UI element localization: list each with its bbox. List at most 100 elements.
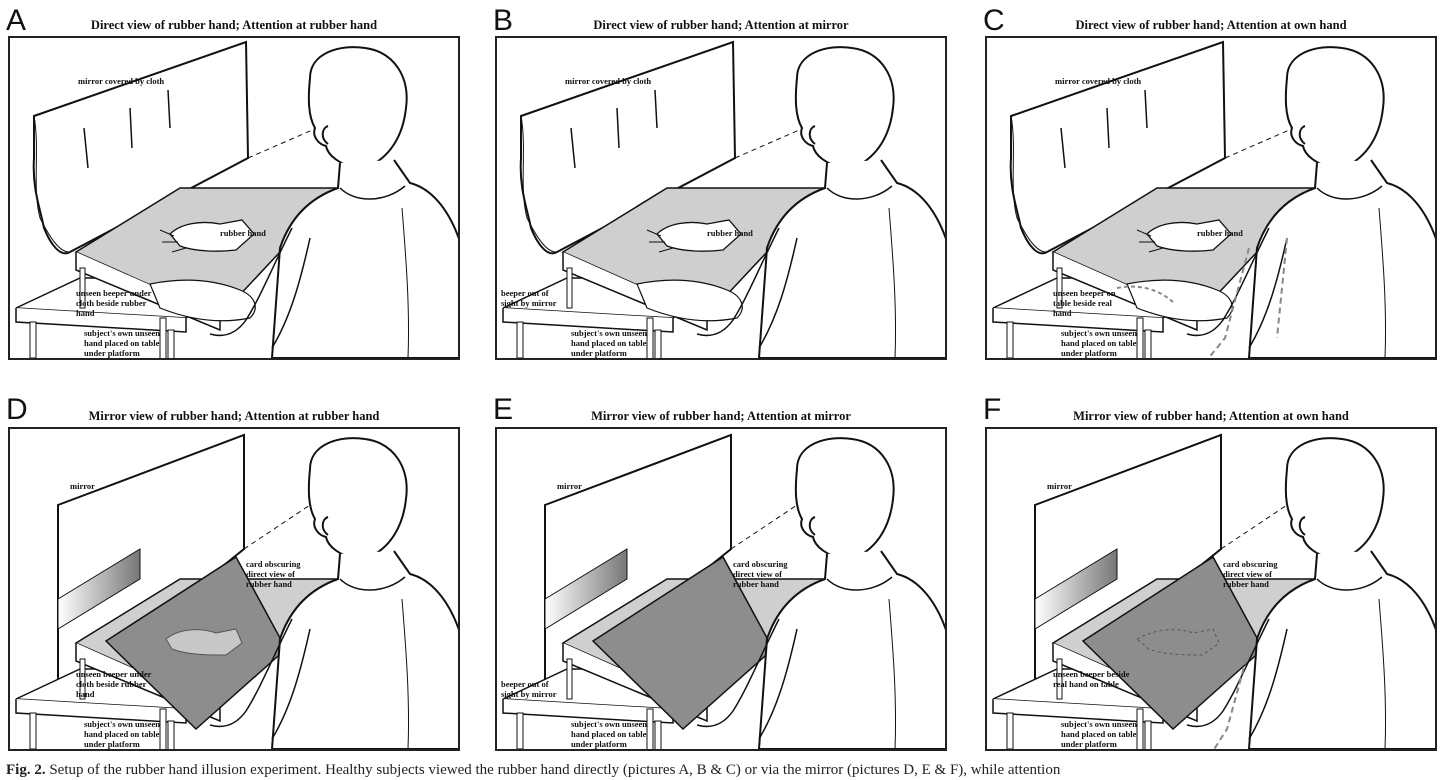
label-rubber: rubber hand	[220, 228, 266, 238]
label-line: subject's own unseen	[571, 328, 648, 338]
label-line: hand placed on table	[1061, 729, 1137, 739]
panel-letter: B	[493, 4, 514, 37]
label-line: direct view of	[1223, 569, 1272, 579]
label-line: rubber hand	[1223, 579, 1269, 589]
label-line: mirror covered by cloth	[1055, 76, 1142, 86]
label-line: beeper out of	[501, 288, 549, 298]
figure-caption: Fig. 2. Setup of the rubber hand illusio…	[6, 762, 1444, 779]
label-line: under platform	[1061, 739, 1117, 749]
label-line: subject's own unseen	[1061, 328, 1138, 338]
panel-title: Direct view of rubber hand; Attention at…	[593, 18, 849, 32]
panel-title: Mirror view of rubber hand; Attention at…	[591, 409, 851, 423]
label-rubber: rubber hand	[1197, 228, 1243, 238]
label-line: unseen beeper under	[76, 288, 152, 298]
label-line: hand placed on table	[571, 729, 647, 739]
label-line: direct view of	[733, 569, 782, 579]
label-line: cloth beside rubber	[76, 298, 147, 308]
label-line: subject's own unseen	[571, 719, 648, 729]
label-line: hand placed on table	[1061, 338, 1137, 348]
label-line: under platform	[1061, 348, 1117, 358]
label-line: hand	[1053, 308, 1072, 318]
label-line: rubber hand	[220, 228, 266, 238]
label-mirror: mirror covered by cloth	[78, 76, 164, 86]
label-rubber: rubber hand	[707, 228, 753, 238]
label-line: card obscuring	[1223, 559, 1278, 569]
label-line: hand	[76, 308, 95, 318]
label-line: real hand on table	[1053, 679, 1119, 689]
label-line: table beside real	[1053, 298, 1112, 308]
panel-c: C Direct view of rubber hand; Attention a…	[983, 0, 1444, 370]
label-line: subject's own unseen	[84, 328, 161, 338]
label-mirror: mirror	[1047, 481, 1072, 491]
panel-e: E Mirror view of rubber hand; Attention a…	[493, 393, 957, 767]
label-line: unseen beeper under	[76, 669, 152, 679]
panel-title: Direct view of rubber hand; Attention at…	[90, 18, 378, 32]
panel-illustration: mirror covered by cloth rubber hand beeper…	[495, 36, 947, 360]
label-line: mirror covered by cloth	[565, 76, 652, 86]
label-line: under platform	[84, 739, 140, 749]
label-line: mirror	[70, 481, 95, 491]
label-mirror: mirror covered by cloth	[1055, 76, 1141, 86]
label-line: hand	[76, 689, 95, 699]
label-line: mirror covered by cloth	[78, 76, 165, 86]
label-line: under platform	[571, 348, 627, 358]
label-line: rubber hand	[1197, 228, 1243, 238]
label-line: hand placed on table	[84, 338, 160, 348]
label-line: under platform	[84, 348, 140, 358]
label-mirror: mirror	[557, 481, 582, 491]
panel-b: B Direct view of rubber hand; Attention a…	[493, 0, 957, 370]
label-line: direct view of	[246, 569, 295, 579]
label-line: unseen beeper on	[1053, 288, 1116, 298]
label-line: rubber hand	[707, 228, 753, 238]
panel-letter: A	[6, 4, 27, 37]
label-line: hand placed on table	[84, 729, 160, 739]
panel-illustration: mirror covered by cloth rubber hand unseen…	[985, 36, 1437, 360]
label-line: card obscuring	[733, 559, 788, 569]
label-line: subject's own unseen	[1061, 719, 1138, 729]
label-mirror: mirror	[70, 481, 95, 491]
label-line: under platform	[571, 739, 627, 749]
label-line: rubber hand	[733, 579, 779, 589]
panel-letter: F	[983, 393, 1002, 426]
panel-d: D Mirror view of rubber hand; Attention a…	[6, 393, 470, 767]
label-line: beeper out of	[501, 679, 549, 689]
panel-letter: D	[6, 393, 28, 426]
label-line: subject's own unseen	[84, 719, 161, 729]
label-line: card obscuring	[246, 559, 301, 569]
label-line: hand placed on table	[571, 338, 647, 348]
panel-letter: E	[493, 393, 514, 426]
panel-letter: C	[983, 4, 1005, 37]
label-line: mirror	[1047, 481, 1072, 491]
label-line: cloth beside rubber	[76, 679, 147, 689]
label-line: unseen beeper beside	[1053, 669, 1130, 679]
panel-title: Direct view of rubber hand; Attention at…	[1075, 18, 1347, 32]
panel-a: A Direct view of rubber hand; Attention a…	[6, 0, 470, 370]
panel-illustration: mirror covered by cloth rubber hand unseen…	[8, 36, 460, 360]
panel-title: Mirror view of rubber hand; Attention at…	[1073, 409, 1349, 423]
label-mirror: mirror covered by cloth	[565, 76, 651, 86]
caption-text: Setup of the rubber hand illusion experi…	[49, 762, 1061, 778]
label-line: rubber hand	[246, 579, 292, 589]
caption-label: Fig. 2.	[6, 762, 46, 778]
label-line: mirror	[557, 481, 582, 491]
label-line: sight by mirror	[501, 298, 557, 308]
panel-title: Mirror view of rubber hand; Attention at…	[88, 409, 380, 423]
panel-f: F Mirror view of rubber hand; Attention a…	[983, 393, 1444, 767]
